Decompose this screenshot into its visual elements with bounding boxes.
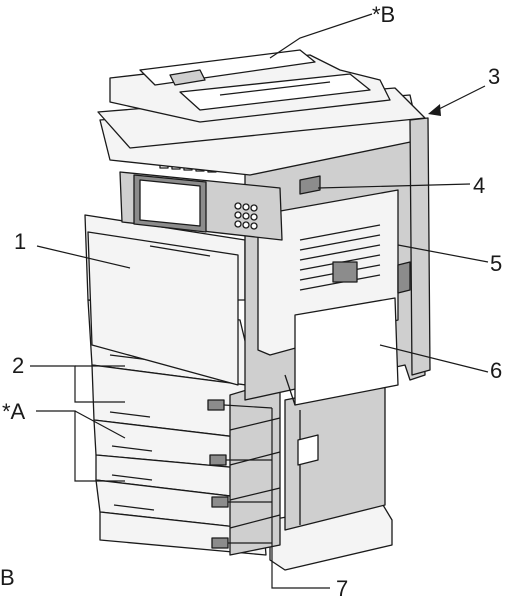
- label-partial-B: B: [0, 565, 15, 590]
- label-3: 3: [488, 64, 500, 89]
- keypad-key[interactable]: [234, 220, 242, 228]
- label-7: 7: [336, 576, 348, 601]
- drawer-latch-2[interactable]: [209, 454, 227, 466]
- keypad-key[interactable]: [250, 222, 258, 230]
- leader-A: [36, 410, 125, 482]
- copier-illustration: [84, 49, 431, 571]
- callout-leaders: [30, 13, 489, 589]
- label-1: 1: [14, 229, 26, 254]
- leader-5: [397, 244, 489, 263]
- label-5: 5: [490, 251, 502, 276]
- keypad-key[interactable]: [234, 211, 242, 219]
- keypad-key[interactable]: [234, 202, 242, 210]
- label-A: *A: [2, 399, 26, 424]
- leader-B: [269, 13, 373, 59]
- power-switch-area[interactable]: [299, 175, 321, 195]
- leader-3: [436, 85, 486, 111]
- leader-4: [317, 183, 471, 189]
- drawer-latch-1[interactable]: [207, 399, 225, 411]
- leader-1: [36, 245, 131, 269]
- document-feeder: [109, 49, 391, 123]
- keypad-key[interactable]: [250, 213, 258, 221]
- bypass-tray-cover[interactable]: [294, 297, 399, 406]
- front-cover[interactable]: [87, 231, 239, 386]
- drawer-latch-3[interactable]: [211, 496, 229, 508]
- leader-6: [379, 344, 489, 373]
- arrow-3: [428, 104, 441, 116]
- label-4: 4: [473, 173, 485, 198]
- label-6: 6: [490, 358, 502, 383]
- keypad-key[interactable]: [242, 221, 250, 229]
- control-panel: [119, 161, 283, 241]
- side-door-handle[interactable]: [332, 261, 358, 283]
- keypad-key[interactable]: [242, 212, 250, 220]
- cabinet-handle: [297, 434, 319, 466]
- keypad-key[interactable]: [242, 203, 250, 211]
- label-2: 2: [12, 353, 24, 378]
- leader-2: [30, 365, 125, 403]
- callout-labels: *B 3 4 1 5 2 6 *A 7 B: [0, 2, 502, 601]
- drawer-latch-4[interactable]: [211, 537, 229, 549]
- label-B: *B: [372, 2, 395, 27]
- keypad-key[interactable]: [250, 204, 258, 212]
- leader-7: [271, 408, 330, 589]
- numeric-keypad: [234, 202, 258, 230]
